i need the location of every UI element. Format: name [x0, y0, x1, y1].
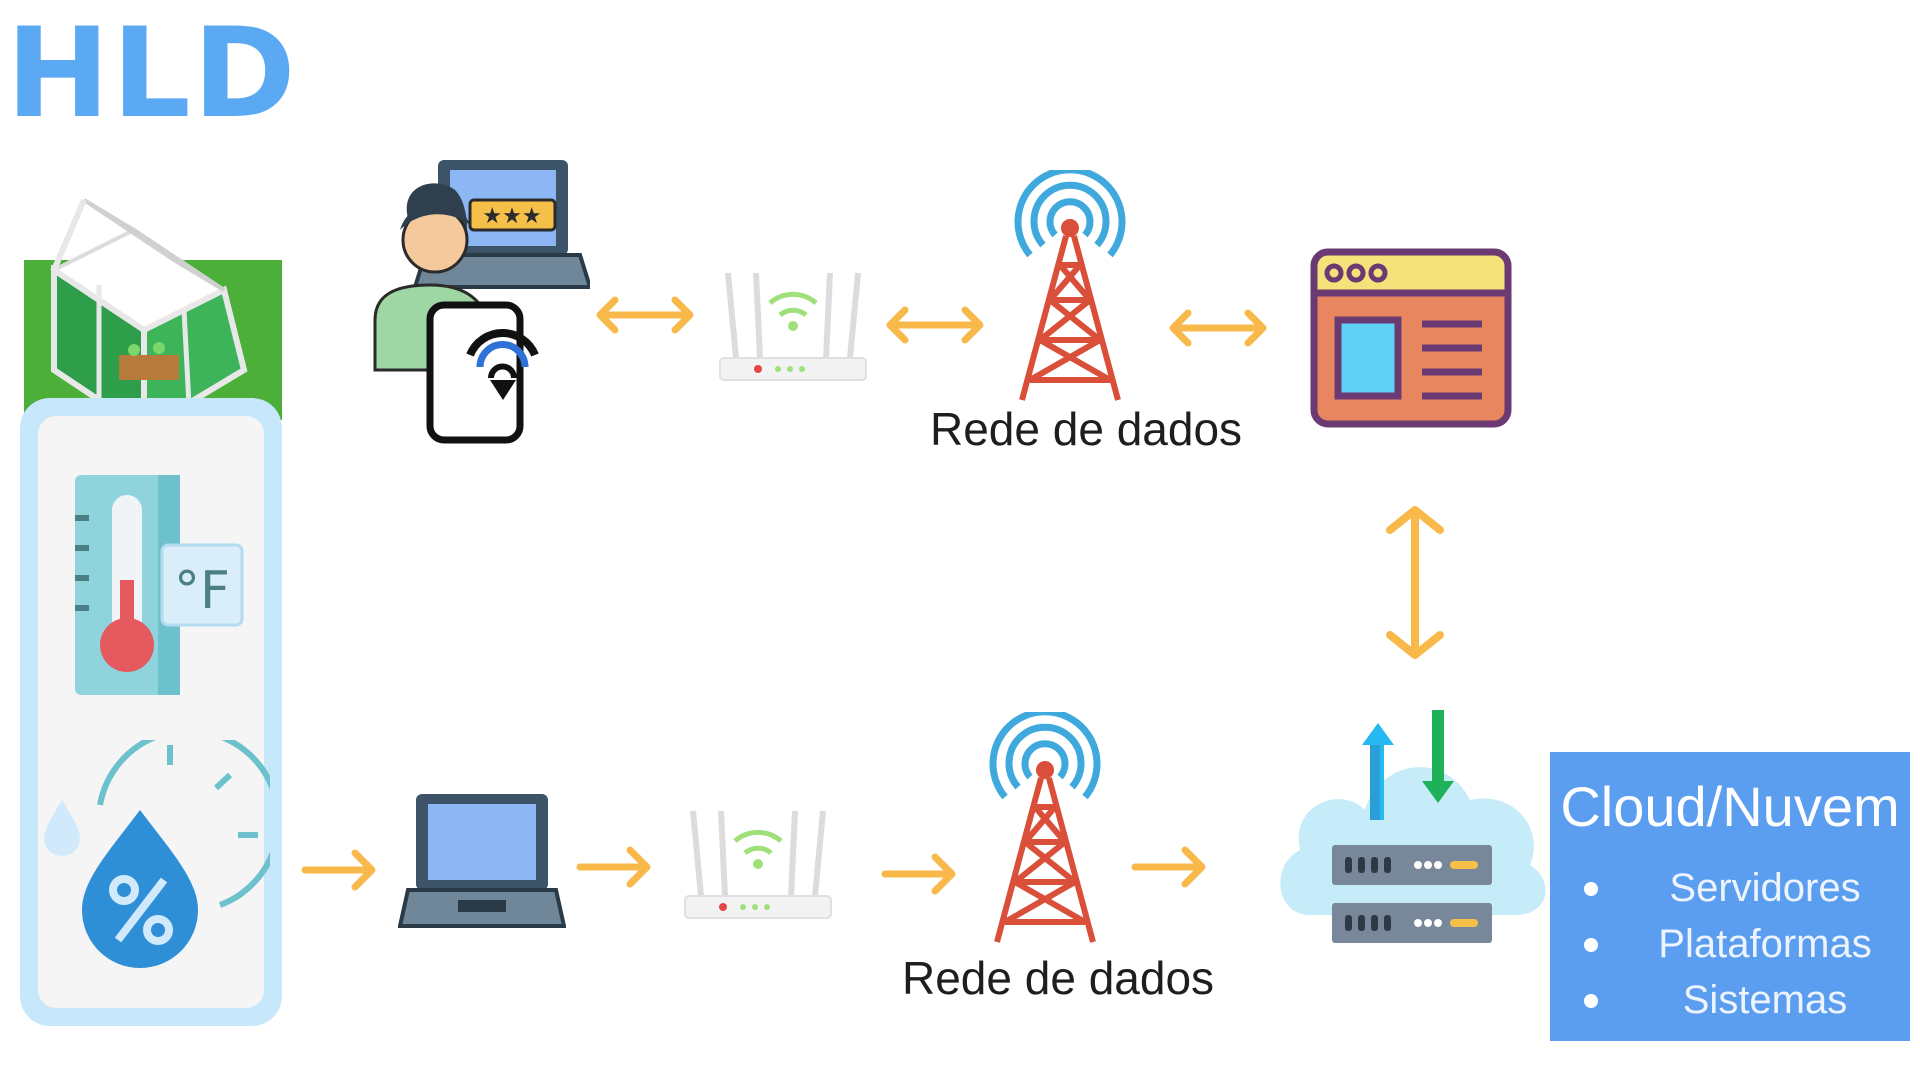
bidirectional-arrow: [596, 296, 694, 334]
arrow-right: [301, 849, 376, 891]
humidity-gauge-icon: [44, 740, 270, 968]
bullet-icon: [1584, 882, 1598, 896]
cloud-info-box: Cloud/Nuvem Servidores Plataformas Siste…: [1550, 752, 1910, 1041]
web-page-icon: [1310, 248, 1512, 428]
user-with-laptop-and-phone-icon: ★★★: [373, 160, 590, 444]
arrow-right: [1131, 846, 1206, 888]
vertical-bidirectional-arrow: [1386, 506, 1444, 659]
svg-text:°F: °F: [174, 561, 230, 621]
svg-text:★★★: ★★★: [482, 204, 541, 229]
cloud-server-icon: [1280, 710, 1546, 943]
greenhouse-icon: [24, 198, 282, 420]
bidirectional-arrow: [886, 306, 984, 344]
cloud-box-title: Cloud/Nuvem: [1560, 775, 1900, 838]
antenna-tower-icon: [1014, 170, 1126, 401]
cloud-box-list: Servidores Plataformas Sistemas: [1580, 860, 1910, 1028]
antenna-tower-icon: [989, 712, 1101, 943]
arrow-right: [881, 853, 956, 895]
list-item: Plataformas: [1580, 916, 1910, 972]
network-label-bottom: Rede de dados: [902, 952, 1215, 1004]
thermometer-fahrenheit-icon: °F: [75, 475, 244, 695]
bullet-icon: [1584, 994, 1598, 1008]
bullet-icon: [1584, 938, 1598, 952]
bidirectional-arrow: [1169, 309, 1267, 347]
page-title: HLD: [6, 2, 298, 146]
wifi-router-icon: [719, 272, 867, 381]
wifi-router-icon: [684, 810, 832, 919]
laptop-icon: [398, 794, 566, 928]
list-item: Sistemas: [1580, 972, 1910, 1028]
list-item: Servidores: [1580, 860, 1910, 916]
network-label-top: Rede de dados: [930, 403, 1243, 455]
arrow-right: [576, 846, 651, 888]
